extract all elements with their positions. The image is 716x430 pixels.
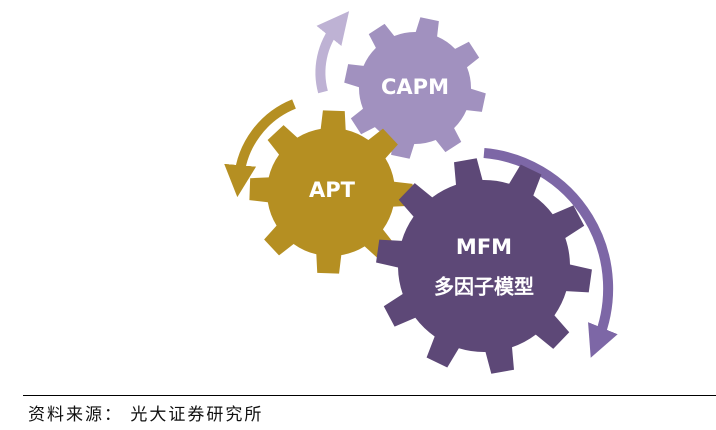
apt-gear-label: APT xyxy=(309,178,356,202)
capm-cycle-arrow xyxy=(315,11,350,94)
footer-divider xyxy=(23,395,716,396)
mfm-gear-label-line2: 多因子模型 xyxy=(434,275,534,299)
mfm-gear: MFM 多因子模型 xyxy=(376,158,592,374)
apt-cycle-arrow xyxy=(224,99,296,198)
capm-gear: CAPM xyxy=(344,17,486,159)
gear-diagram: CAPM APT MFM 多因子模型 xyxy=(224,11,618,374)
apt-gear-shape xyxy=(249,110,413,274)
capm-gear-label: CAPM xyxy=(381,75,449,99)
mfm-gear-label-line1: MFM xyxy=(456,235,512,259)
source-note: 资料来源： 光大证券研究所 xyxy=(28,405,264,425)
mfm-gear-shape xyxy=(376,158,592,374)
apt-gear: APT xyxy=(249,110,413,274)
capm-gear-shape xyxy=(344,17,486,159)
mfm-cycle-arrow xyxy=(483,148,618,358)
